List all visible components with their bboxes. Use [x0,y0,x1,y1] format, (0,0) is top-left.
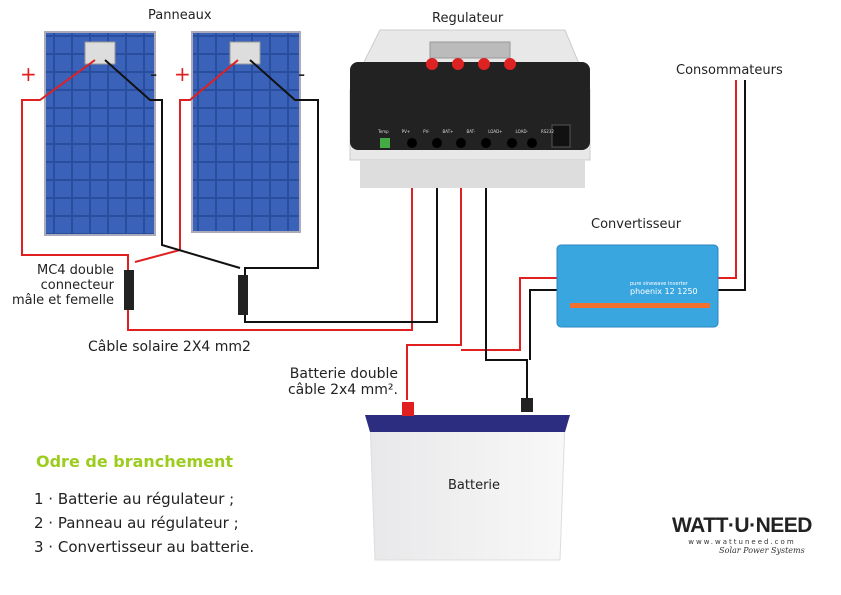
charge-regulator [349,29,591,188]
panel1-plus: + [20,62,37,86]
inverter-type: pure sinewave inverter [630,281,688,287]
battery-positive-terminal [402,402,414,416]
consumers-label: Consommateurs [676,63,783,78]
mc4-line: mâle et femelle [11,293,114,308]
mc4-connector-icon [238,275,248,315]
brand-logo: WATT·U·NEED www.wattuneed.com Solar Powe… [672,514,812,555]
instruction-step: 3 · Convertisseur au batterie. [34,538,255,556]
solar-panel-1 [44,31,156,236]
terminal-label: LOAD+ [488,129,503,134]
positive-wires [21,59,737,400]
logo-tagline: Solar Power Systems [719,546,805,555]
mc4-line: MC4 double [36,263,114,278]
terminal-label: RS232 [540,129,554,134]
battery-cable-label: Batterie double câble 2x4 mm². [250,366,398,398]
panels-label: Panneaux [148,8,212,23]
inverter-label: Convertisseur [591,217,682,232]
solar-panel-2 [191,31,301,233]
terminal-label: LOAD- [515,129,528,134]
battery-negative-terminal [521,398,533,412]
logo-url: www.wattuneed.com [688,538,796,546]
instruction-step: 1 · Batterie au régulateur ; [34,490,235,508]
instructions-title: Odre de branchement [36,452,234,471]
logo-name: WATT·U·NEED [672,514,812,537]
regulator-label: Regulateur [432,11,504,26]
panel1-minus: - [150,62,158,86]
mc4-connector-icon [124,270,134,310]
terminal-label: PV- [423,129,430,134]
terminal-label: PV+ [401,129,411,134]
regulator-terminal-labels: Temp PV+ PV- BAT+ BAT- LOAD+ LOAD- RS232 [378,129,554,134]
solar-cable-label: Câble solaire 2X4 mm2 [88,339,251,355]
battery [365,398,570,561]
mc4-line: connecteur [40,278,114,293]
inverter [556,244,719,328]
battery-cable-line: câble 2x4 mm². [287,382,398,398]
battery-label: Batterie [448,478,501,493]
inverter-name: phoenix 12 1250 [630,287,698,296]
inverter-model: pure sinewave inverter phoenix 12 1250 [630,281,698,296]
terminal-label: BAT+ [442,129,454,134]
negative-wires [104,59,746,400]
mc4-label: MC4 double connecteur mâle et femelle [2,263,114,308]
battery-cable-line: Batterie double [289,366,398,382]
instruction-step: 2 · Panneau au régulateur ; [34,514,239,532]
panel2-plus: + [174,62,191,86]
terminal-label: Temp [378,129,389,134]
terminal-label: BAT- [466,129,476,134]
panel2-minus: - [298,62,306,86]
